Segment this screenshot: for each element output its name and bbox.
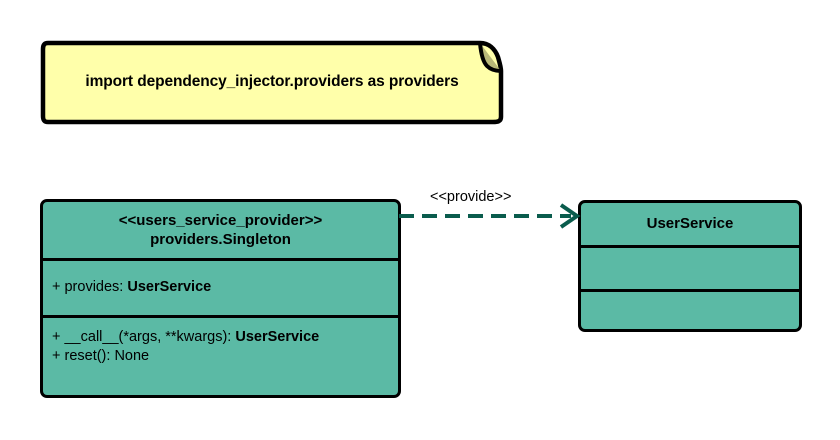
operation-label: + reset(): None (52, 348, 150, 365)
note-text: import dependency_injector.providers as … (85, 72, 459, 90)
class-name: providers.Singleton (150, 231, 291, 248)
note-shape (40, 40, 504, 125)
class-operations-compartment (581, 289, 799, 329)
class-operations-compartment: + __call__(*args, **kwargs): UserService… (43, 315, 398, 395)
class-attributes-compartment (581, 245, 799, 289)
class-title-compartment: <<users_service_provider>> providers.Sin… (43, 202, 398, 258)
class-title-compartment: UserService (581, 203, 799, 245)
operation-row: + __call__(*args, **kwargs): UserService (52, 328, 390, 347)
operation-label: + __call__(*args, **kwargs): (52, 329, 236, 345)
provide-arrowhead-icon (559, 203, 581, 229)
provide-edge-label: <<provide>> (430, 189, 512, 205)
uml-note-import[interactable]: import dependency_injector.providers as … (40, 40, 504, 125)
uml-class-user-service[interactable]: UserService (578, 200, 802, 332)
uml-class-users-service-provider[interactable]: <<users_service_provider>> providers.Sin… (40, 199, 401, 398)
provide-dependency-edge (399, 203, 581, 229)
class-stereotype: <<users_service_provider>> (118, 211, 323, 229)
attribute-row: + provides: UserService (52, 278, 211, 297)
operation-row: + reset(): None (52, 347, 390, 366)
attribute-type: UserService (127, 279, 212, 296)
operation-type: UserService (235, 329, 320, 345)
class-attributes-compartment: + provides: UserService (43, 258, 398, 315)
attribute-label: + provides: (52, 279, 128, 296)
class-name: UserService (646, 215, 734, 233)
